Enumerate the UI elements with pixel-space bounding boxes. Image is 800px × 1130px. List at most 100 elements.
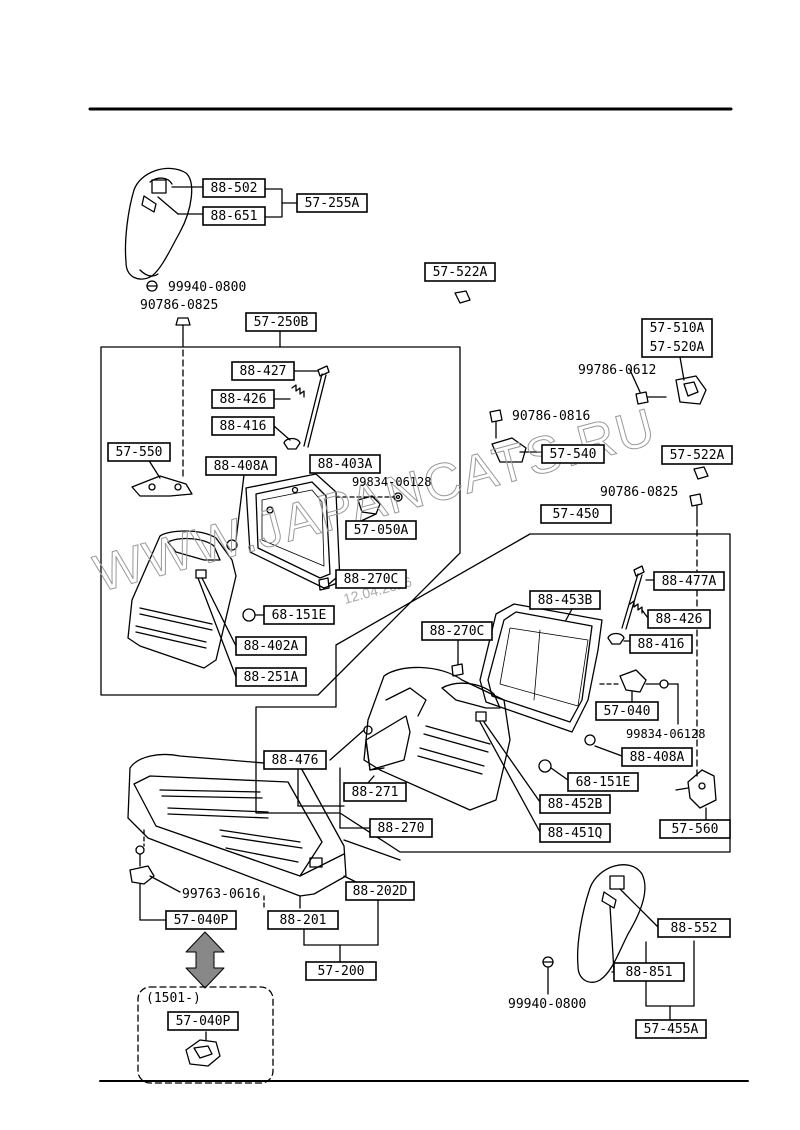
armrest-88-271	[365, 687, 427, 771]
svg-text:57-540: 57-540	[550, 447, 597, 462]
label-88-552: 88-552	[657, 918, 731, 938]
label-88-270: 88-270	[369, 818, 433, 838]
label-88-202D: 88-202D	[345, 881, 415, 901]
label-88-416-left: 88-416	[211, 416, 275, 436]
label-88-270C-left: 88-270C	[335, 569, 407, 589]
alternate-part-box	[137, 986, 274, 1084]
svg-text:88-416: 88-416	[638, 637, 685, 652]
svg-text:88-651: 88-651	[211, 209, 258, 224]
alternate-lock-57-040P	[185, 1039, 221, 1067]
headrest-bottom-right	[576, 864, 646, 983]
svg-text:88-502: 88-502	[211, 181, 258, 196]
label-88-408A-right: 88-408A	[621, 747, 693, 767]
svg-text:88-426: 88-426	[656, 612, 703, 627]
label-99940-0800-bottom: 99940-0800	[508, 997, 586, 1012]
fastener-99940-0800-top	[146, 280, 158, 292]
label-57-040P-alt: 57-040P	[167, 1011, 239, 1031]
svg-text:88-270C: 88-270C	[344, 572, 399, 587]
svg-text:88-427: 88-427	[240, 364, 287, 379]
svg-text:88-552: 88-552	[671, 921, 718, 936]
label-57-450: 57-450	[540, 504, 612, 524]
svg-text:88-270C: 88-270C	[430, 624, 485, 639]
svg-text:57-510A: 57-510A	[650, 321, 705, 336]
label-88-476: 88-476	[263, 750, 327, 770]
bolt-90786-0825-top	[175, 317, 191, 341]
label-68-151E-right: 68-151E	[567, 772, 639, 792]
label-57-510A-57-520A: 57-510A 57-520A	[641, 318, 713, 358]
label-88-271: 88-271	[343, 782, 407, 802]
svg-text:88-202D: 88-202D	[353, 884, 408, 899]
label-99834-06128-right: 99834-06128	[626, 727, 705, 741]
label-57-560: 57-560	[659, 819, 731, 839]
label-57-455A: 57-455A	[635, 1019, 707, 1039]
svg-text:88-402A: 88-402A	[244, 639, 299, 654]
svg-text:57-040: 57-040	[604, 704, 651, 719]
label-88-451Q: 88-451Q	[539, 823, 611, 843]
svg-text:68-151E: 68-151E	[272, 608, 327, 623]
label-57-050A: 57-050A	[345, 520, 417, 540]
label-57-040P: 57-040P	[165, 910, 237, 930]
label-88-426-left: 88-426	[211, 389, 275, 409]
svg-text:88-452B: 88-452B	[548, 797, 603, 812]
label-88-403A: 88-403A	[309, 454, 381, 474]
right-group-outline	[255, 533, 731, 853]
svg-text:88-271: 88-271	[352, 785, 399, 800]
svg-text:57-050A: 57-050A	[354, 523, 409, 538]
seat-cushion	[127, 753, 347, 897]
label-57-550: 57-550	[107, 442, 171, 462]
label-88-452B: 88-452B	[539, 794, 611, 814]
label-88-251A: 88-251A	[235, 667, 307, 687]
label-57-200: 57-200	[305, 961, 377, 981]
label-88-453B: 88-453B	[529, 590, 601, 610]
label-1501: (1501-)	[146, 991, 201, 1006]
bracket-57-510A	[675, 356, 707, 405]
label-88-427: 88-427	[231, 361, 295, 381]
label-88-402A: 88-402A	[235, 636, 307, 656]
hinge-57-560	[675, 769, 717, 809]
label-99763-0616: 99763-0616	[182, 887, 260, 902]
label-88-651: 88-651	[202, 206, 266, 226]
seatback-frame-right	[479, 603, 603, 733]
label-88-201: 88-201	[267, 910, 339, 930]
svg-text:88-408A: 88-408A	[630, 750, 685, 765]
svg-text:57-560: 57-560	[672, 822, 719, 837]
label-88-408A-left: 88-408A	[205, 456, 277, 476]
svg-text:57-522A: 57-522A	[670, 448, 725, 463]
svg-text:88-251A: 88-251A	[244, 670, 299, 685]
arrow-both-directions-icon	[185, 931, 225, 989]
label-88-426-right: 88-426	[647, 609, 711, 629]
label-88-416-right: 88-416	[629, 634, 693, 654]
svg-text:57-255A: 57-255A	[305, 196, 360, 211]
svg-text:57-040P: 57-040P	[176, 1014, 231, 1029]
svg-text:88-426: 88-426	[220, 392, 267, 407]
label-57-522A-top: 57-522A	[424, 262, 496, 282]
headrest-top-left	[124, 167, 193, 280]
label-57-522A-right: 57-522A	[661, 445, 733, 465]
svg-text:88-851: 88-851	[626, 965, 673, 980]
svg-text:88-453B: 88-453B	[538, 593, 593, 608]
svg-text:88-477A: 88-477A	[662, 574, 717, 589]
label-99834-06128-left: 99834-06128	[352, 475, 431, 489]
label-90786-0825-top: 90786-0825	[140, 298, 218, 313]
label-68-151E-left: 68-151E	[263, 605, 335, 625]
svg-text:57-455A: 57-455A	[644, 1022, 699, 1037]
hinge-57-550	[131, 458, 193, 497]
svg-text:57-450: 57-450	[553, 507, 600, 522]
svg-text:88-201: 88-201	[280, 913, 327, 928]
svg-text:88-403A: 88-403A	[318, 457, 373, 472]
svg-text:88-408A: 88-408A	[214, 459, 269, 474]
label-57-255A: 57-255A	[296, 193, 368, 213]
label-57-250B: 57-250B	[245, 312, 317, 332]
label-88-502: 88-502	[202, 178, 266, 198]
label-99940-0800-top: 99940-0800	[168, 280, 246, 295]
label-88-477A: 88-477A	[653, 571, 725, 591]
svg-text:88-270: 88-270	[378, 821, 425, 836]
label-99786-0612: 99786-0612	[578, 363, 656, 378]
label-57-040: 57-040	[595, 701, 659, 721]
label-57-540: 57-540	[541, 444, 605, 464]
seatback-frame-left	[245, 473, 341, 589]
svg-text:68-151E: 68-151E	[576, 775, 631, 790]
svg-text:88-416: 88-416	[220, 419, 267, 434]
svg-text:88-451Q: 88-451Q	[548, 826, 603, 841]
